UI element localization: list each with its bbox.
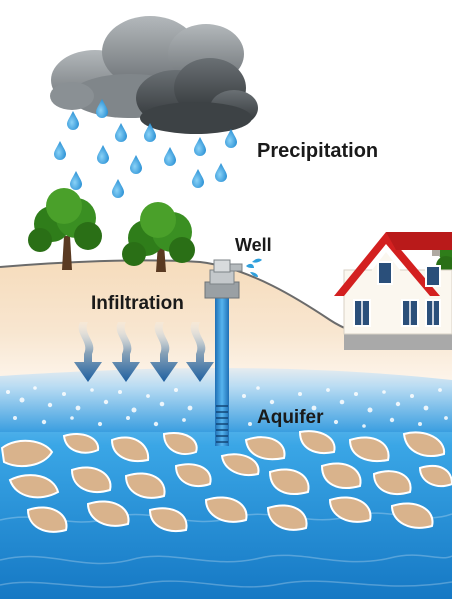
well-label: Well [235,235,272,255]
aquifer-label: Aquifer [257,407,324,428]
infiltration-label: Infiltration [91,293,184,314]
tree-icon [28,188,102,270]
water-splash [246,258,262,277]
down-arrow-icon [150,322,178,382]
infiltration-arrows [74,322,214,382]
well-screen [216,405,228,443]
down-arrow-icon [74,322,102,382]
tree-icon [122,202,195,272]
gravel-specks [6,386,448,428]
aquifer-rocks [0,430,452,533]
well-pipe [215,296,229,446]
well-pump-icon [204,258,262,446]
storm-cloud-icon [50,16,258,134]
down-arrow-icon [112,322,140,382]
house-icon [334,232,452,350]
precipitation-label: Precipitation [257,140,379,162]
house-foundation [344,332,452,350]
down-arrow-icon [186,322,214,382]
